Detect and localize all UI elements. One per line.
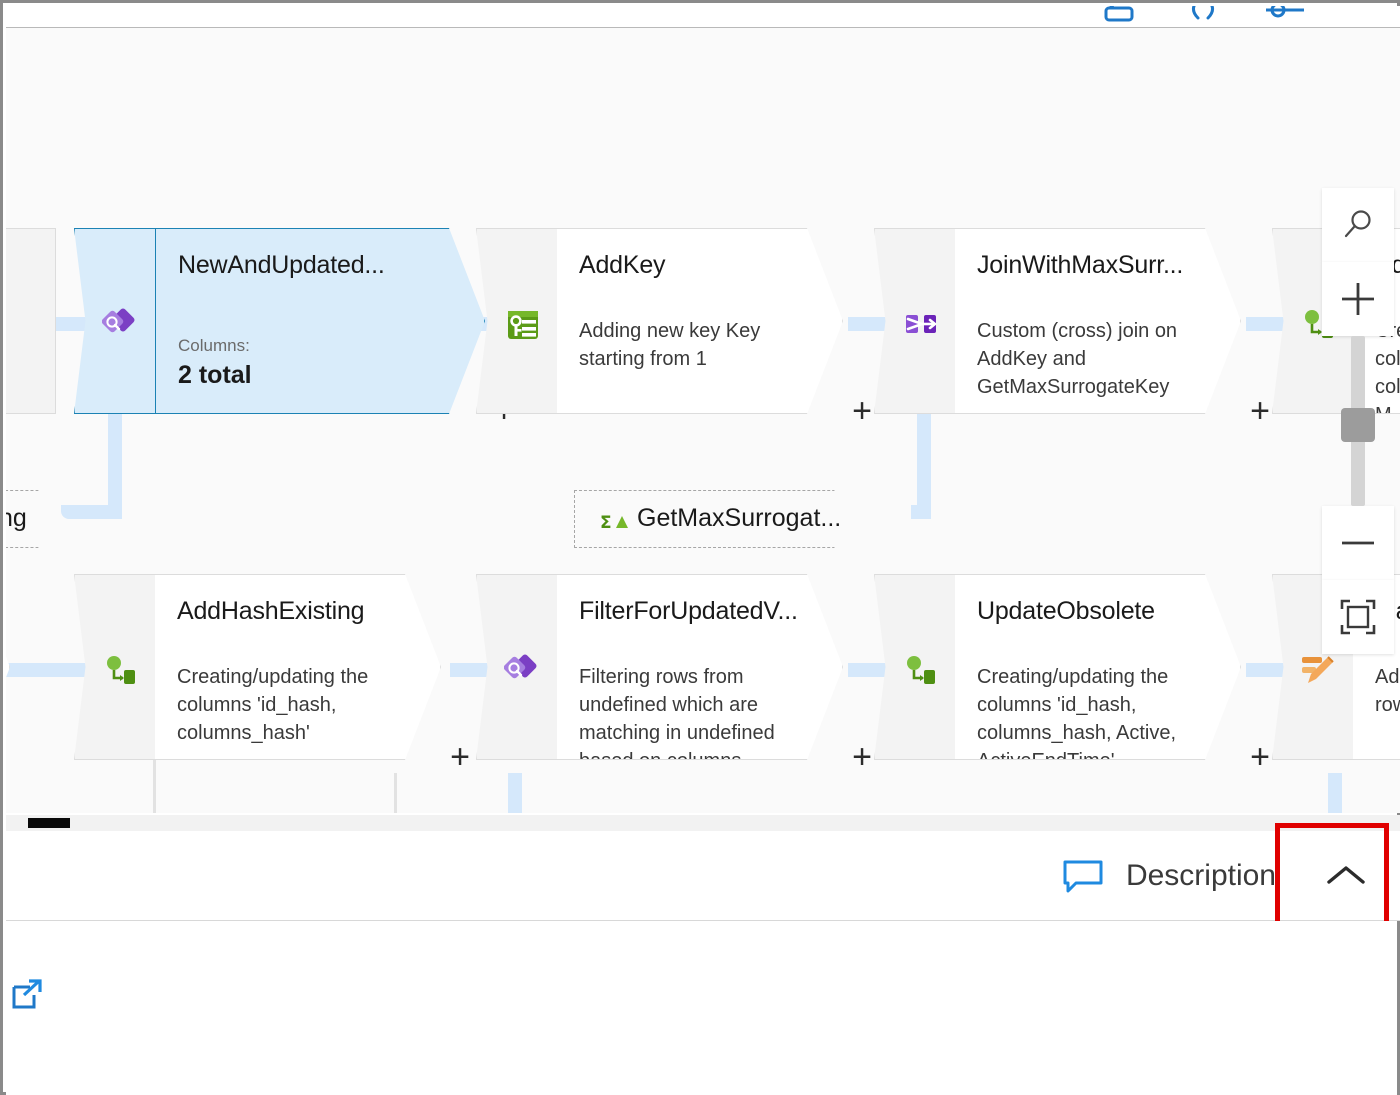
collapsed-node-get-max-surrogate[interactable]: Σ GetMaxSurrogat... (574, 490, 860, 548)
flow-node-left-partial-bottom[interactable]: + (6, 574, 56, 760)
node-description: Adding new key Key starting from 1 (579, 320, 761, 370)
canvas-guide (394, 773, 397, 813)
settings-slider-icon[interactable] (1262, 6, 1304, 24)
data-preview-icon[interactable] (1098, 6, 1138, 24)
connector (911, 505, 931, 519)
add-node-plus[interactable]: + (852, 392, 872, 430)
node-body[interactable]: AddHashExisting Creating/updating the co… (155, 574, 441, 760)
connector (6, 663, 86, 677)
connector (108, 411, 122, 519)
connector (61, 505, 122, 519)
flow-node-new-and-updated[interactable]: NewAndUpdated... Columns: 2 total + (74, 228, 514, 428)
derived-column-icon (104, 653, 138, 687)
node-title: AddHashExisting (177, 597, 365, 625)
exists-filter-icon (101, 307, 136, 341)
panel-right-divider (1397, 921, 1400, 1095)
fit-to-screen-button[interactable] (1322, 580, 1394, 654)
open-in-new-window-icon[interactable] (10, 977, 44, 1011)
search-icon[interactable] (1322, 188, 1394, 262)
node-description: Cre col col M (1375, 348, 1400, 398)
description-collapse-button[interactable] (1298, 832, 1394, 920)
flow-node-add-key[interactable]: AddKey Adding new key Key starting from … (476, 228, 872, 428)
node-description: Custom (cross) join on AddKey and GetMax… (977, 320, 1178, 398)
node-description: Ad row (1375, 666, 1400, 716)
connector (848, 317, 886, 331)
node-body[interactable] (6, 574, 10, 760)
aggregate-sigma-icon: Σ (600, 509, 628, 533)
connector (848, 663, 886, 677)
collapsed-node-label: ng (12, 504, 27, 532)
toolbar-strip (6, 6, 1400, 28)
node-columns-value: 2 total (178, 361, 252, 389)
horizontal-scrollbar[interactable] (6, 815, 1400, 831)
add-node-plus[interactable]: + (450, 738, 470, 776)
add-node-plus[interactable]: + (1250, 392, 1270, 430)
zoom-slider[interactable] (1322, 336, 1394, 506)
node-description: Creating/updating the columns 'id_hash, … (177, 666, 369, 744)
description-label: Description (1125, 859, 1276, 892)
alter-row-icon (1302, 653, 1336, 687)
horizontal-scrollbar-thumb[interactable] (28, 818, 70, 828)
collapsed-node-label: GetMaxSurrogat... (637, 504, 842, 532)
zoom-controls[interactable] (1322, 188, 1394, 654)
node-title: AddKey (579, 251, 666, 279)
svg-text:Σ: Σ (600, 513, 612, 533)
connector (1328, 773, 1342, 813)
flow-node[interactable]: + (6, 228, 56, 414)
node-body[interactable]: NewAndUpdated... Columns: 2 total (155, 228, 485, 414)
node-title: NewAndUpdated... (178, 251, 385, 279)
node-body[interactable]: JoinWithMaxSurr... Custom (cross) join o… (955, 228, 1241, 414)
flow-node-filter-for-updated[interactable]: FilterForUpdatedV... Filtering rows from… (476, 574, 872, 774)
flow-node-update-obsolete[interactable]: UpdateObsolete Creating/updating the col… (874, 574, 1270, 774)
node-body[interactable]: AddKey Adding new key Key starting from … (557, 228, 843, 414)
node-body[interactable]: FilterForUpdatedV... Filtering rows from… (557, 574, 843, 760)
parentheses-expression-icon[interactable] (1182, 6, 1222, 24)
node-description: Creating/updating the columns 'id_hash, … (977, 666, 1176, 744)
connector (450, 663, 490, 677)
node-description: Filtering rows from undefined which are … (579, 666, 775, 744)
description-panel (6, 921, 1400, 1095)
flow-node-join-with-max-surrogate[interactable]: JoinWithMaxSurr... Custom (cross) join o… (874, 228, 1270, 428)
node-icon-panel (6, 228, 56, 414)
comment-bubble-icon (1062, 859, 1104, 893)
node-body[interactable]: UpdateObsolete Creating/updating the col… (955, 574, 1241, 760)
collapsed-node-left-partial[interactable]: ng (6, 490, 64, 548)
zoom-in-button[interactable] (1322, 262, 1394, 336)
node-columns-label: Columns: (178, 336, 250, 355)
connector (508, 773, 522, 813)
node-title: FilterForUpdatedV... (579, 597, 798, 625)
description-bar: Description (6, 831, 1400, 921)
connector (1246, 317, 1286, 331)
connector (917, 411, 931, 519)
node-title: UpdateObsolete (977, 597, 1155, 625)
derived-column-icon (904, 653, 938, 687)
add-node-plus[interactable]: + (1250, 738, 1270, 776)
flow-canvas[interactable]: + NewAndUpdated... Columns: 2 total + (6, 28, 1400, 813)
zoom-out-button[interactable] (1322, 506, 1394, 580)
node-title: JoinWithMaxSurr... (977, 251, 1184, 279)
add-node-plus[interactable]: + (852, 738, 872, 776)
join-icon (904, 307, 938, 341)
zoom-slider-thumb[interactable] (1341, 408, 1375, 442)
connector (1246, 663, 1286, 677)
surrogate-key-icon (506, 307, 540, 341)
flow-node-add-hash-existing[interactable]: AddHashExisting Creating/updating the co… (74, 574, 470, 774)
exists-filter-icon (503, 653, 538, 687)
